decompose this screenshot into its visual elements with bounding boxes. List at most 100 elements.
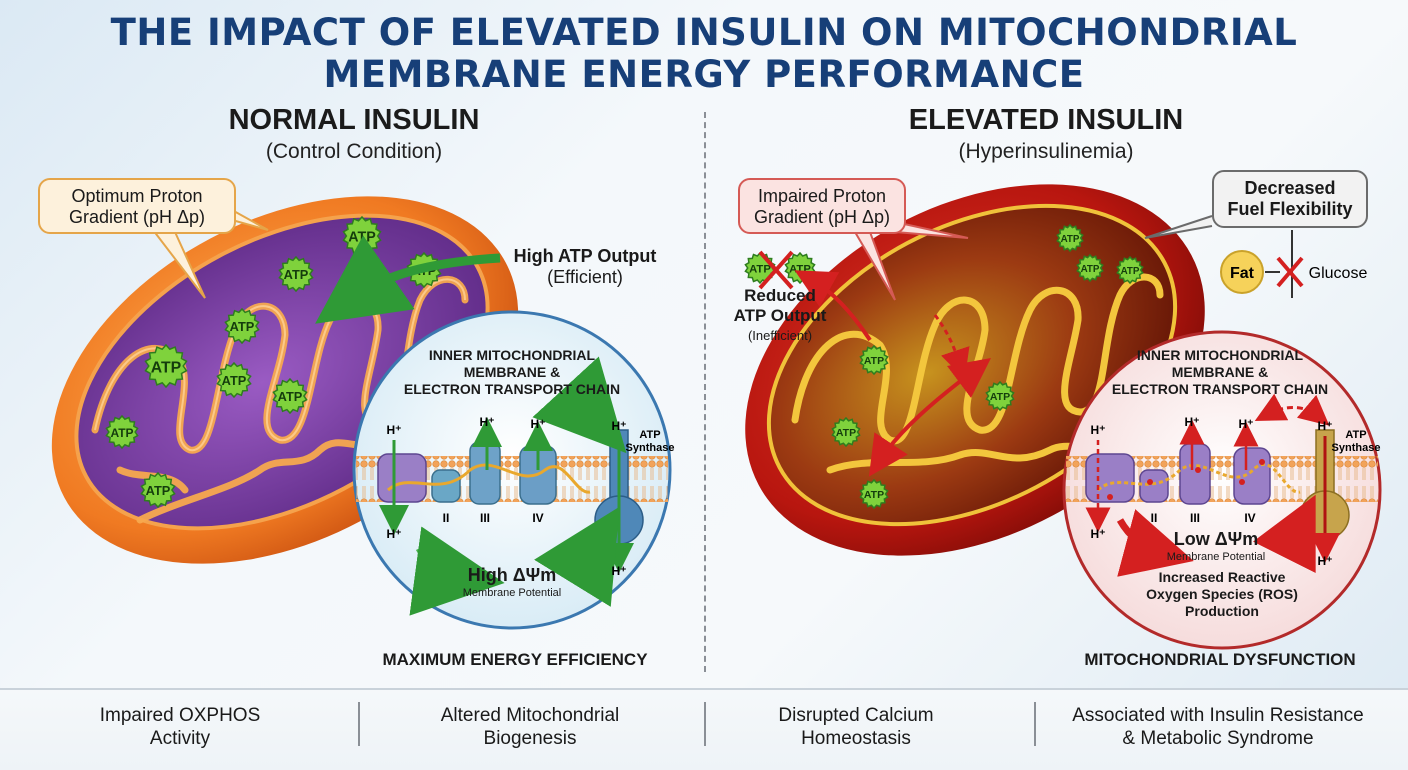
atp-badge: ATP bbox=[1116, 255, 1144, 285]
bottom-item-line-2: Homeostasis bbox=[801, 728, 911, 749]
elevated-panel-title: ELEVATED INSULIN bbox=[908, 104, 1184, 136]
proton-label: H⁺ bbox=[1185, 415, 1200, 429]
atp-badge-label: ATP bbox=[151, 359, 181, 376]
fuel-line-1: Decreased bbox=[1244, 178, 1336, 198]
atp-badge: ATP bbox=[278, 255, 314, 293]
bottom-item-insulin-resistance: Associated with Insulin Resistance & Met… bbox=[1048, 704, 1388, 750]
elevated-inset-title-3: ELECTRON TRANSPORT CHAIN bbox=[1112, 381, 1328, 397]
bottom-item-line-1: Associated with Insulin Resistance bbox=[1072, 705, 1364, 726]
atp-badge: ATP bbox=[105, 414, 139, 450]
atp-badge-label: ATP bbox=[278, 389, 303, 404]
elevated-etc-inset bbox=[1062, 330, 1382, 650]
potential-label: Membrane Potential bbox=[1167, 551, 1265, 563]
atp-badge-label: ATP bbox=[230, 319, 255, 334]
proton-label: H⁺ bbox=[387, 423, 402, 437]
atp-badge-label: ATP bbox=[864, 489, 884, 501]
complex-iii bbox=[469, 441, 501, 505]
atp-badge-label: ATP bbox=[1061, 234, 1080, 245]
panel-divider bbox=[704, 112, 706, 672]
decreased-fuel-flexibility-callout: Decreased Fuel Flexibility bbox=[1212, 170, 1368, 228]
elevated-inset-text: INNER MITOCHONDRIAL MEMBRANE & ELECTRON … bbox=[1091, 347, 1381, 619]
atp-badge-label: ATP bbox=[222, 373, 247, 388]
high-atp-output-arrow bbox=[315, 235, 501, 324]
normal-summary: MAXIMUM ENERGY EFFICIENCY bbox=[382, 650, 648, 669]
complex-ii bbox=[431, 469, 461, 503]
callout-line-2: Gradient (pH Δp) bbox=[68, 207, 206, 227]
atp-synthase-label-2: Synthase bbox=[626, 442, 675, 454]
impaired-proton-gradient-callout: Impaired Proton Gradient (pH Δp) bbox=[738, 178, 906, 234]
complex-iii bbox=[1179, 443, 1211, 505]
atp-badge: ATP bbox=[985, 380, 1015, 412]
atp-badge: ATP bbox=[140, 471, 176, 509]
callout-line-2: Gradient (pH Δp) bbox=[753, 207, 891, 227]
glucose-label: Glucose bbox=[1309, 265, 1368, 282]
atp-badge-label: ATP bbox=[146, 483, 171, 498]
elevated-inset-title-2: MEMBRANE & bbox=[1172, 364, 1268, 380]
atp-synthase-label-2: Synthase bbox=[1332, 442, 1381, 454]
normal-inset-title-2: MEMBRANE & bbox=[464, 364, 560, 380]
bottom-summary-bar: Impaired OXPHOS Activity Altered Mitocho… bbox=[0, 688, 1408, 770]
elevated-summary: MITOCHONDRIAL DYSFUNCTION bbox=[1084, 650, 1356, 669]
atp-synthase-label-1: ATP bbox=[639, 429, 660, 441]
high-atp-output-label: High ATP Output (Efficient) bbox=[500, 246, 670, 288]
atp-badge-label: ATP bbox=[836, 427, 856, 439]
atp-badge-label: ATP bbox=[284, 267, 309, 282]
bottom-separator bbox=[358, 702, 360, 746]
reduced-atp-line-3: (Inefficient) bbox=[747, 328, 813, 343]
bottom-separator bbox=[704, 702, 706, 746]
normal-inset-title-3: ELECTRON TRANSPORT CHAIN bbox=[404, 381, 620, 397]
reduced-atp-crossed bbox=[758, 250, 794, 290]
atp-badge: ATP bbox=[224, 307, 260, 345]
atp-badge-label: ATP bbox=[348, 230, 376, 246]
bottom-separator bbox=[1034, 702, 1036, 746]
proton-label: H⁺ bbox=[1318, 554, 1333, 568]
elevated-disrupted-arrows bbox=[794, 270, 991, 477]
reduced-atp-line-2: ATP Output bbox=[733, 306, 827, 325]
atp-badge-label: ATP bbox=[1081, 264, 1100, 275]
proton-label: H⁺ bbox=[1091, 423, 1106, 437]
callout-line-1: Impaired Proton bbox=[757, 186, 887, 206]
elevated-inset-title-1: INNER MITOCHONDRIAL bbox=[1137, 347, 1304, 363]
atp-badge-label: ATP bbox=[990, 391, 1010, 403]
atp-badge: ATP bbox=[144, 343, 188, 389]
bottom-item-line-1: Disrupted Calcium bbox=[778, 705, 934, 726]
fat-icon bbox=[1220, 250, 1264, 294]
bottom-item-line-2: Activity bbox=[149, 728, 211, 749]
bottom-item-biogenesis: Altered Mitochondrial Biogenesis bbox=[360, 704, 700, 750]
ros-line-1: Increased Reactive bbox=[1159, 569, 1286, 585]
title-line-1: THE IMPACT OF ELEVATED INSULIN ON MITOCH… bbox=[110, 11, 1298, 54]
normal-panel-title: NORMAL INSULIN bbox=[228, 104, 480, 136]
title-line-2: MEMBRANE ENERGY PERFORMANCE bbox=[323, 53, 1085, 96]
atp-badge: ATP bbox=[1056, 223, 1084, 253]
reduced-atp-line-1: Reduced bbox=[744, 286, 816, 305]
complex-ii-label: II bbox=[1151, 511, 1158, 525]
atp-badge-label: ATP bbox=[789, 264, 811, 276]
atp-output-line-1: High ATP Output bbox=[513, 246, 657, 266]
proton-label: H⁺ bbox=[387, 527, 402, 541]
bottom-item-calcium: Disrupted Calcium Homeostasis bbox=[686, 704, 1026, 750]
bottom-item-line-1: Altered Mitochondrial bbox=[440, 705, 620, 726]
proton-label: H⁺ bbox=[612, 564, 627, 578]
complex-iii-label: III bbox=[480, 511, 490, 525]
proton-label: H⁺ bbox=[531, 417, 546, 431]
proton-label: H⁺ bbox=[1091, 527, 1106, 541]
atp-badge: ATP bbox=[831, 416, 861, 448]
proton-label: H⁺ bbox=[480, 415, 495, 429]
proton-label: H⁺ bbox=[1318, 419, 1333, 433]
complex-ii bbox=[1139, 469, 1169, 503]
atp-badge: ATP bbox=[859, 478, 889, 510]
complex-i bbox=[377, 453, 427, 503]
bottom-item-line-2: & Metabolic Syndrome bbox=[1122, 728, 1314, 749]
bottom-item-line-1: Impaired OXPHOS bbox=[99, 705, 261, 726]
atp-synthase-label-1: ATP bbox=[1345, 429, 1366, 441]
atp-badge-label: ATP bbox=[1121, 266, 1140, 277]
callout-line-1: Optimum Proton bbox=[71, 186, 203, 206]
atp-badge-label: ATP bbox=[864, 355, 884, 367]
proton-label: H⁺ bbox=[612, 419, 627, 433]
atp-badge-label: ATP bbox=[110, 426, 133, 440]
potential-label: Membrane Potential bbox=[463, 587, 561, 599]
bottom-item-line-2: Biogenesis bbox=[483, 728, 577, 749]
ros-line-2: Oxygen Species (ROS) bbox=[1146, 586, 1298, 602]
